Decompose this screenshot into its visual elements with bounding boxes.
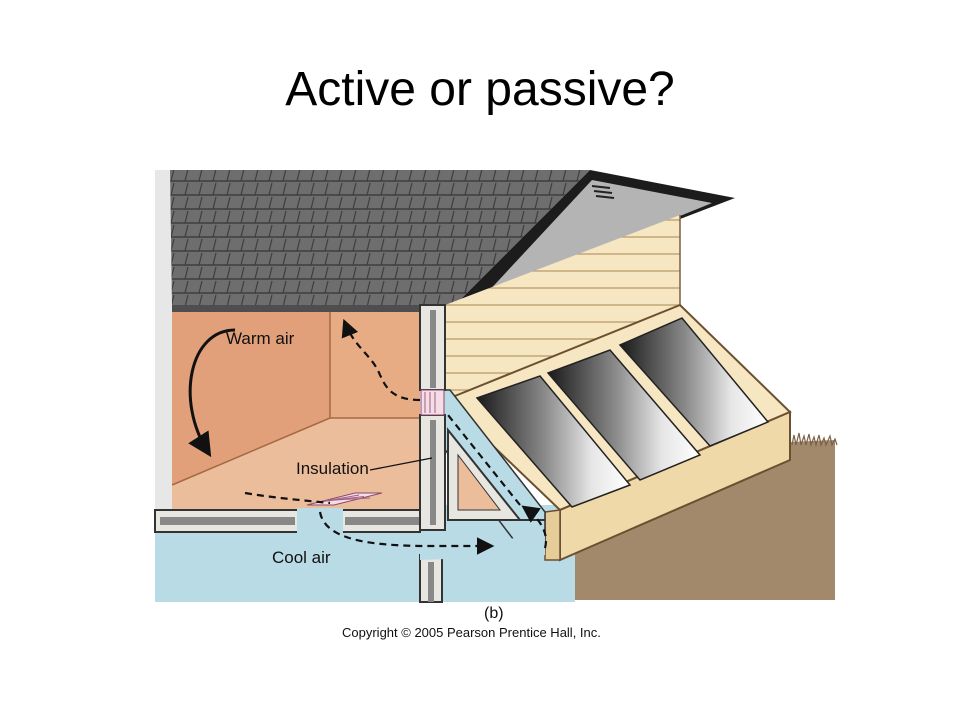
airflow-arrow-icon (188, 318, 548, 555)
panel-label: (b) (484, 605, 504, 622)
wall-vent (420, 389, 445, 416)
slide-title: Active or passive? (285, 63, 675, 116)
cool-air-label: Cool air (272, 548, 331, 567)
vent-grate-icon (306, 492, 383, 506)
grass-tufts (791, 432, 838, 448)
interior-floor (172, 418, 420, 510)
solar-panels (475, 317, 770, 508)
interior-side-wall (330, 305, 420, 418)
roof (170, 170, 590, 305)
gable-vent-icon (591, 185, 615, 199)
warm-air-label: Warm air (226, 329, 295, 348)
interior-back-wall (172, 305, 330, 485)
copyright-text: Copyright © 2005 Pearson Prentice Hall, … (342, 625, 601, 640)
insulation-label: Insulation (296, 459, 369, 478)
solar-heating-diagram: Warm air Insulation Cool air (b) Copyrig… (154, 170, 838, 640)
